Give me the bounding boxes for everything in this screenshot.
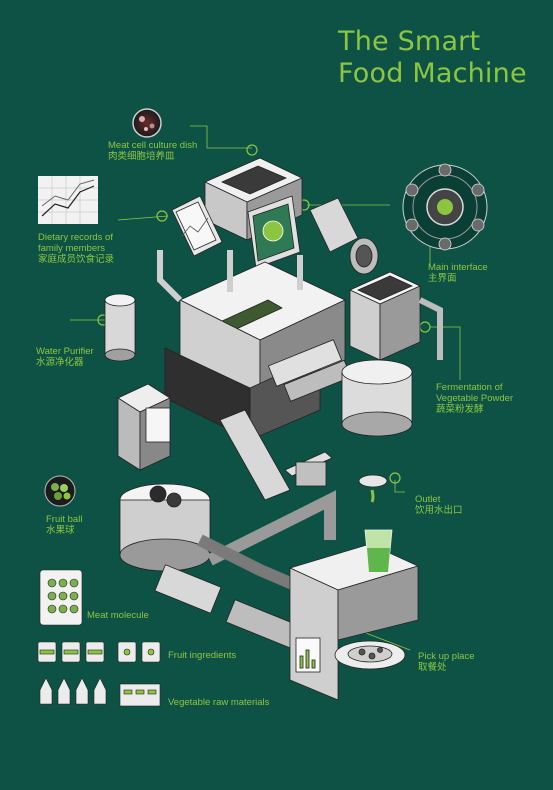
label-meat-cell-dish: Meat cell culture dish 肉类细胞培养皿 <box>108 140 197 162</box>
label-zh: 蔬菜粉发酵 <box>436 404 484 415</box>
label-dietary-records: Dietary records of family members 家庭成员饮食… <box>38 232 114 265</box>
page-title: The Smart Food Machine <box>338 26 527 90</box>
label-en: Water Purifier <box>36 346 94 357</box>
title-line-2: Food Machine <box>338 58 527 89</box>
label-en-2: family members <box>38 243 106 254</box>
label-zh: 取餐处 <box>418 662 447 673</box>
label-en: Vegetable raw materials <box>168 697 270 708</box>
label-en-1: Fermentation of <box>436 382 503 393</box>
label-fruit-ball: Fruit ball 水果球 <box>46 514 82 536</box>
label-outlet: Outlet 饮用水出口 <box>415 494 463 516</box>
label-zh: 主界面 <box>428 273 457 284</box>
dietary-chart-icon <box>38 176 98 224</box>
label-en-1: Dietary records of <box>38 232 113 243</box>
label-water-purifier: Water Purifier 水源净化器 <box>36 346 94 368</box>
label-fermentation: Fermentation of Vegetable Powder 蔬菜粉发酵 <box>436 382 513 415</box>
label-en: Fruit ingredients <box>168 650 237 661</box>
machine-body <box>104 157 443 701</box>
label-en: Outlet <box>415 494 441 505</box>
meat-cell-dish-icon <box>132 108 162 138</box>
label-zh: 水果球 <box>46 525 75 536</box>
fruit-ingredients-icon <box>37 641 161 663</box>
label-en: Pick up place <box>418 651 475 662</box>
label-zh: 家庭成员饮食记录 <box>38 254 115 265</box>
label-zh: 饮用水出口 <box>415 505 463 516</box>
title-line-1: The Smart <box>338 26 481 57</box>
label-pick-up-place: Pick up place 取餐处 <box>418 651 475 673</box>
main-interface-icon <box>402 163 488 251</box>
label-meat-molecule: Meat molecule <box>87 610 149 621</box>
fruit-ball-icon <box>44 475 76 507</box>
label-main-interface: Main interface 主界面 <box>428 262 488 284</box>
label-zh: 肉类细胞培养皿 <box>108 151 175 162</box>
meat-molecule-icon <box>39 569 83 626</box>
label-en: Fruit ball <box>46 514 83 525</box>
vegetable-raw-icon <box>39 677 161 707</box>
label-zh: 水源净化器 <box>36 357 84 368</box>
label-en: Main interface <box>428 262 488 273</box>
label-en: Meat molecule <box>87 610 149 621</box>
label-vegetable-raw: Vegetable raw materials <box>168 697 269 708</box>
label-en-2: Vegetable Powder <box>436 393 514 404</box>
label-fruit-ingredients: Fruit ingredients <box>168 650 236 661</box>
label-en: Meat cell culture dish <box>108 140 198 151</box>
